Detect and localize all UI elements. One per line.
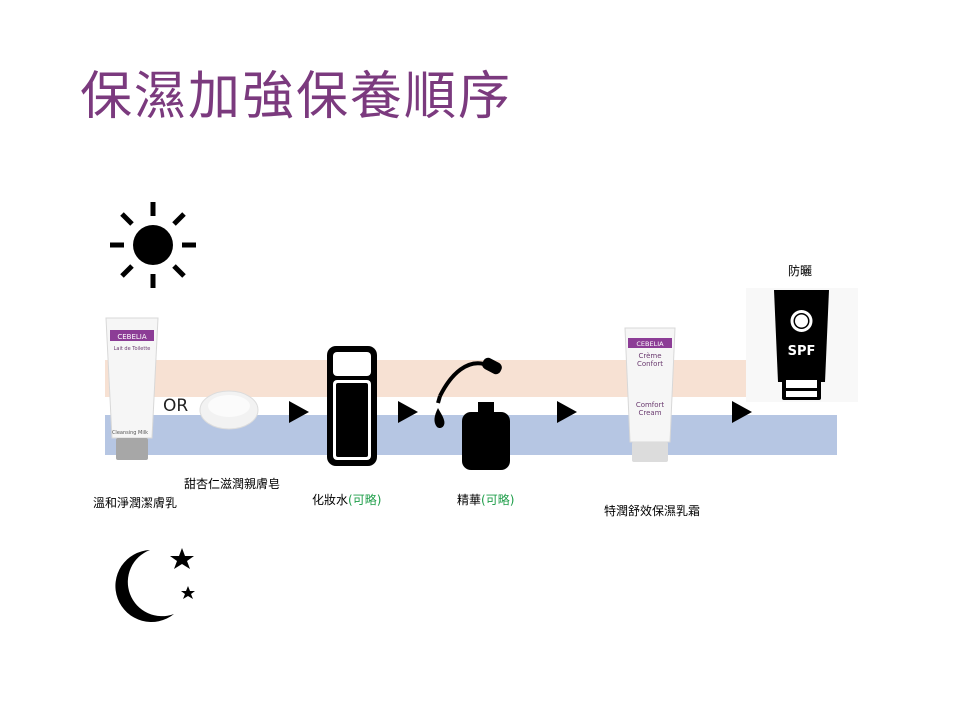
spf-sunscreen-icon: SPF: [746, 288, 858, 402]
cream-brand: CEBELIA: [636, 340, 664, 348]
step-label-soap: 甜杏仁滋潤親膚皂: [184, 477, 281, 491]
arrow-right-icon: [289, 401, 309, 423]
toner-bottle-icon: [327, 346, 377, 466]
arrow-right-icon: [732, 401, 752, 423]
serum-optional: (可略): [481, 493, 515, 507]
sun-icon: [110, 202, 196, 288]
step-label-serum: 精華(可略): [457, 491, 514, 508]
serum-dropper-icon: [434, 357, 510, 470]
arrow-right-icon: [557, 401, 577, 423]
soap-bar: [199, 390, 259, 430]
cream-sub1: Comfort: [636, 401, 665, 409]
step-label-cream: 特潤舒效保濕乳霜: [604, 504, 701, 518]
toner-text: 化妝水: [312, 493, 349, 507]
cleanser-brand: CEBELIA: [117, 333, 147, 341]
moon-stars-icon: [115, 548, 195, 622]
cleansing-milk-tube: CEBELIA Lait de Toilette Cleansing Milk: [105, 317, 159, 460]
step-label-cleansing-milk: 溫和淨潤潔膚乳: [93, 496, 178, 510]
page-title: 保濕加強保養順序: [80, 67, 513, 127]
cream-name2: Confort: [637, 360, 663, 368]
spf-label: SPF: [788, 344, 816, 359]
toner-optional: (可略): [348, 493, 382, 507]
cleanser-name: Lait de Toilette: [114, 346, 151, 352]
or-label: OR: [163, 396, 189, 416]
step-label-toner: 化妝水(可略): [312, 491, 381, 508]
comfort-cream-tube: CEBELIA Crème Confort Comfort Cream: [624, 327, 676, 462]
cream-name1: Crème: [638, 352, 661, 360]
cream-sub2: Cream: [638, 409, 661, 417]
serum-text: 精華: [457, 493, 482, 507]
arrow-right-icon: [398, 401, 418, 423]
step-label-sunscreen: 防曬: [788, 264, 813, 278]
cleanser-sub: Cleansing Milk: [112, 430, 148, 436]
